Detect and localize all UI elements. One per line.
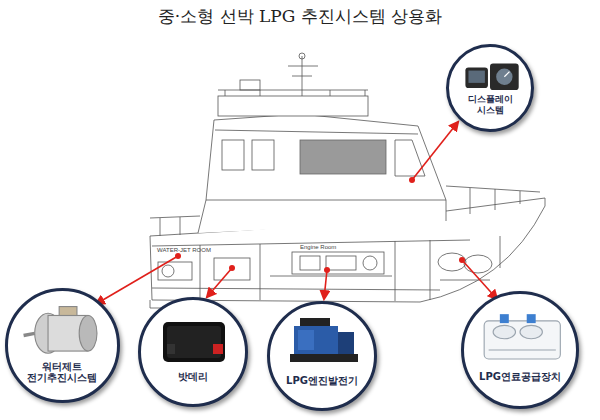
part-icon: [270, 304, 374, 408]
leader-line: [207, 268, 232, 297]
callout-dot: [324, 267, 330, 273]
callout-dot: [459, 257, 465, 263]
leader-line: [96, 256, 178, 304]
leader-line: [324, 270, 327, 299]
callout-circle: LPG연료공급장치: [461, 291, 579, 409]
diagram-title: 중·소형 선박 LPG 추진시스템 상용화: [0, 5, 600, 28]
callout-label: 디스플레이 시스템: [464, 94, 516, 115]
callout-circle: 워터제트 전기추진시스템: [5, 288, 120, 403]
callout-label: 밧데리: [178, 371, 208, 383]
leader-line: [462, 260, 497, 299]
callout-label: LPG연료공급장치: [479, 371, 561, 383]
part-icon: [8, 291, 117, 400]
room-label: Engine Room: [300, 244, 336, 250]
callout-dot: [409, 177, 415, 183]
part-icon: [464, 294, 576, 406]
callout-circle: 밧데리: [138, 297, 248, 407]
leader-line: [412, 122, 458, 180]
part-icon: [449, 47, 531, 129]
leader-lines: [96, 122, 497, 304]
callout-circle: 디스플레이 시스템: [446, 44, 534, 132]
callout-label: LPG엔진발전기: [286, 375, 358, 387]
callout-dots: [175, 177, 465, 273]
callout-dot: [175, 253, 181, 259]
room-label: WATER-JET ROOM: [157, 247, 211, 253]
callout-label: 워터제트 전기추진시스템: [22, 361, 102, 384]
callout-circle: LPG엔진발전기: [267, 301, 377, 411]
part-icon: [141, 300, 245, 404]
callout-dot: [229, 265, 235, 271]
